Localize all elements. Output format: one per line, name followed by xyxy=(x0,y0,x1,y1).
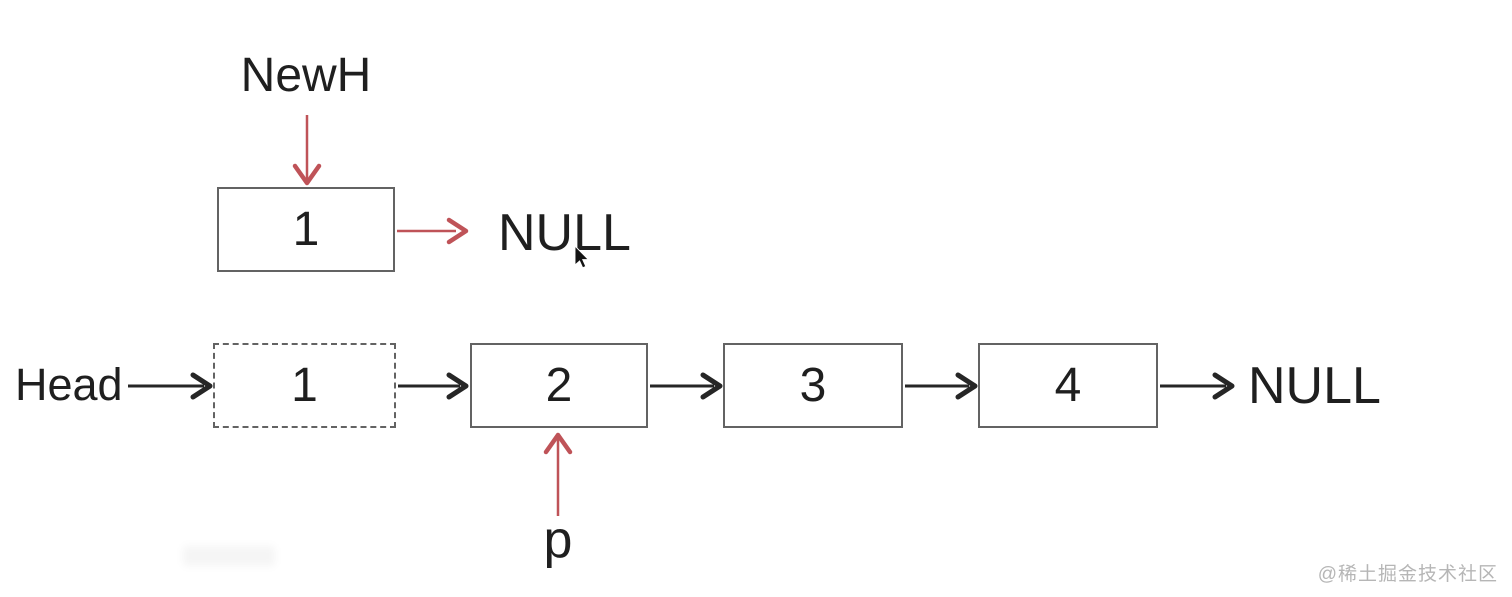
node1-next-arrow xyxy=(398,372,469,400)
list-node-3-value: 3 xyxy=(799,359,827,412)
node3-next-arrow xyxy=(905,372,978,400)
list-node-1-value: 1 xyxy=(291,359,318,412)
head-label: Head xyxy=(15,359,123,410)
head-arrow xyxy=(128,372,213,400)
faint-watermark-smudge xyxy=(183,546,275,566)
list-node-4: 4 xyxy=(978,343,1158,428)
top-null-label: NULL xyxy=(498,204,631,262)
node2-next-arrow xyxy=(650,372,723,400)
list-node-2: 2 xyxy=(470,343,648,428)
list-node-2-value: 2 xyxy=(545,359,573,412)
list-node-3: 3 xyxy=(723,343,903,428)
juejin-watermark: @稀土掘金技术社区 xyxy=(1317,564,1498,585)
new-head-node: 1 xyxy=(217,187,395,272)
p-pointer-label: p xyxy=(543,511,573,569)
list-node-1: 1 xyxy=(213,343,396,428)
p-up-arrow xyxy=(543,432,573,516)
newh-down-arrow xyxy=(292,115,322,186)
top-node-next-arrow xyxy=(397,217,469,245)
new-head-node-value: 1 xyxy=(292,203,320,256)
node4-next-arrow xyxy=(1160,372,1235,400)
bottom-null-label: NULL xyxy=(1248,357,1381,415)
newh-pointer-label: NewH xyxy=(240,49,372,102)
list-node-4-value: 4 xyxy=(1054,359,1082,412)
